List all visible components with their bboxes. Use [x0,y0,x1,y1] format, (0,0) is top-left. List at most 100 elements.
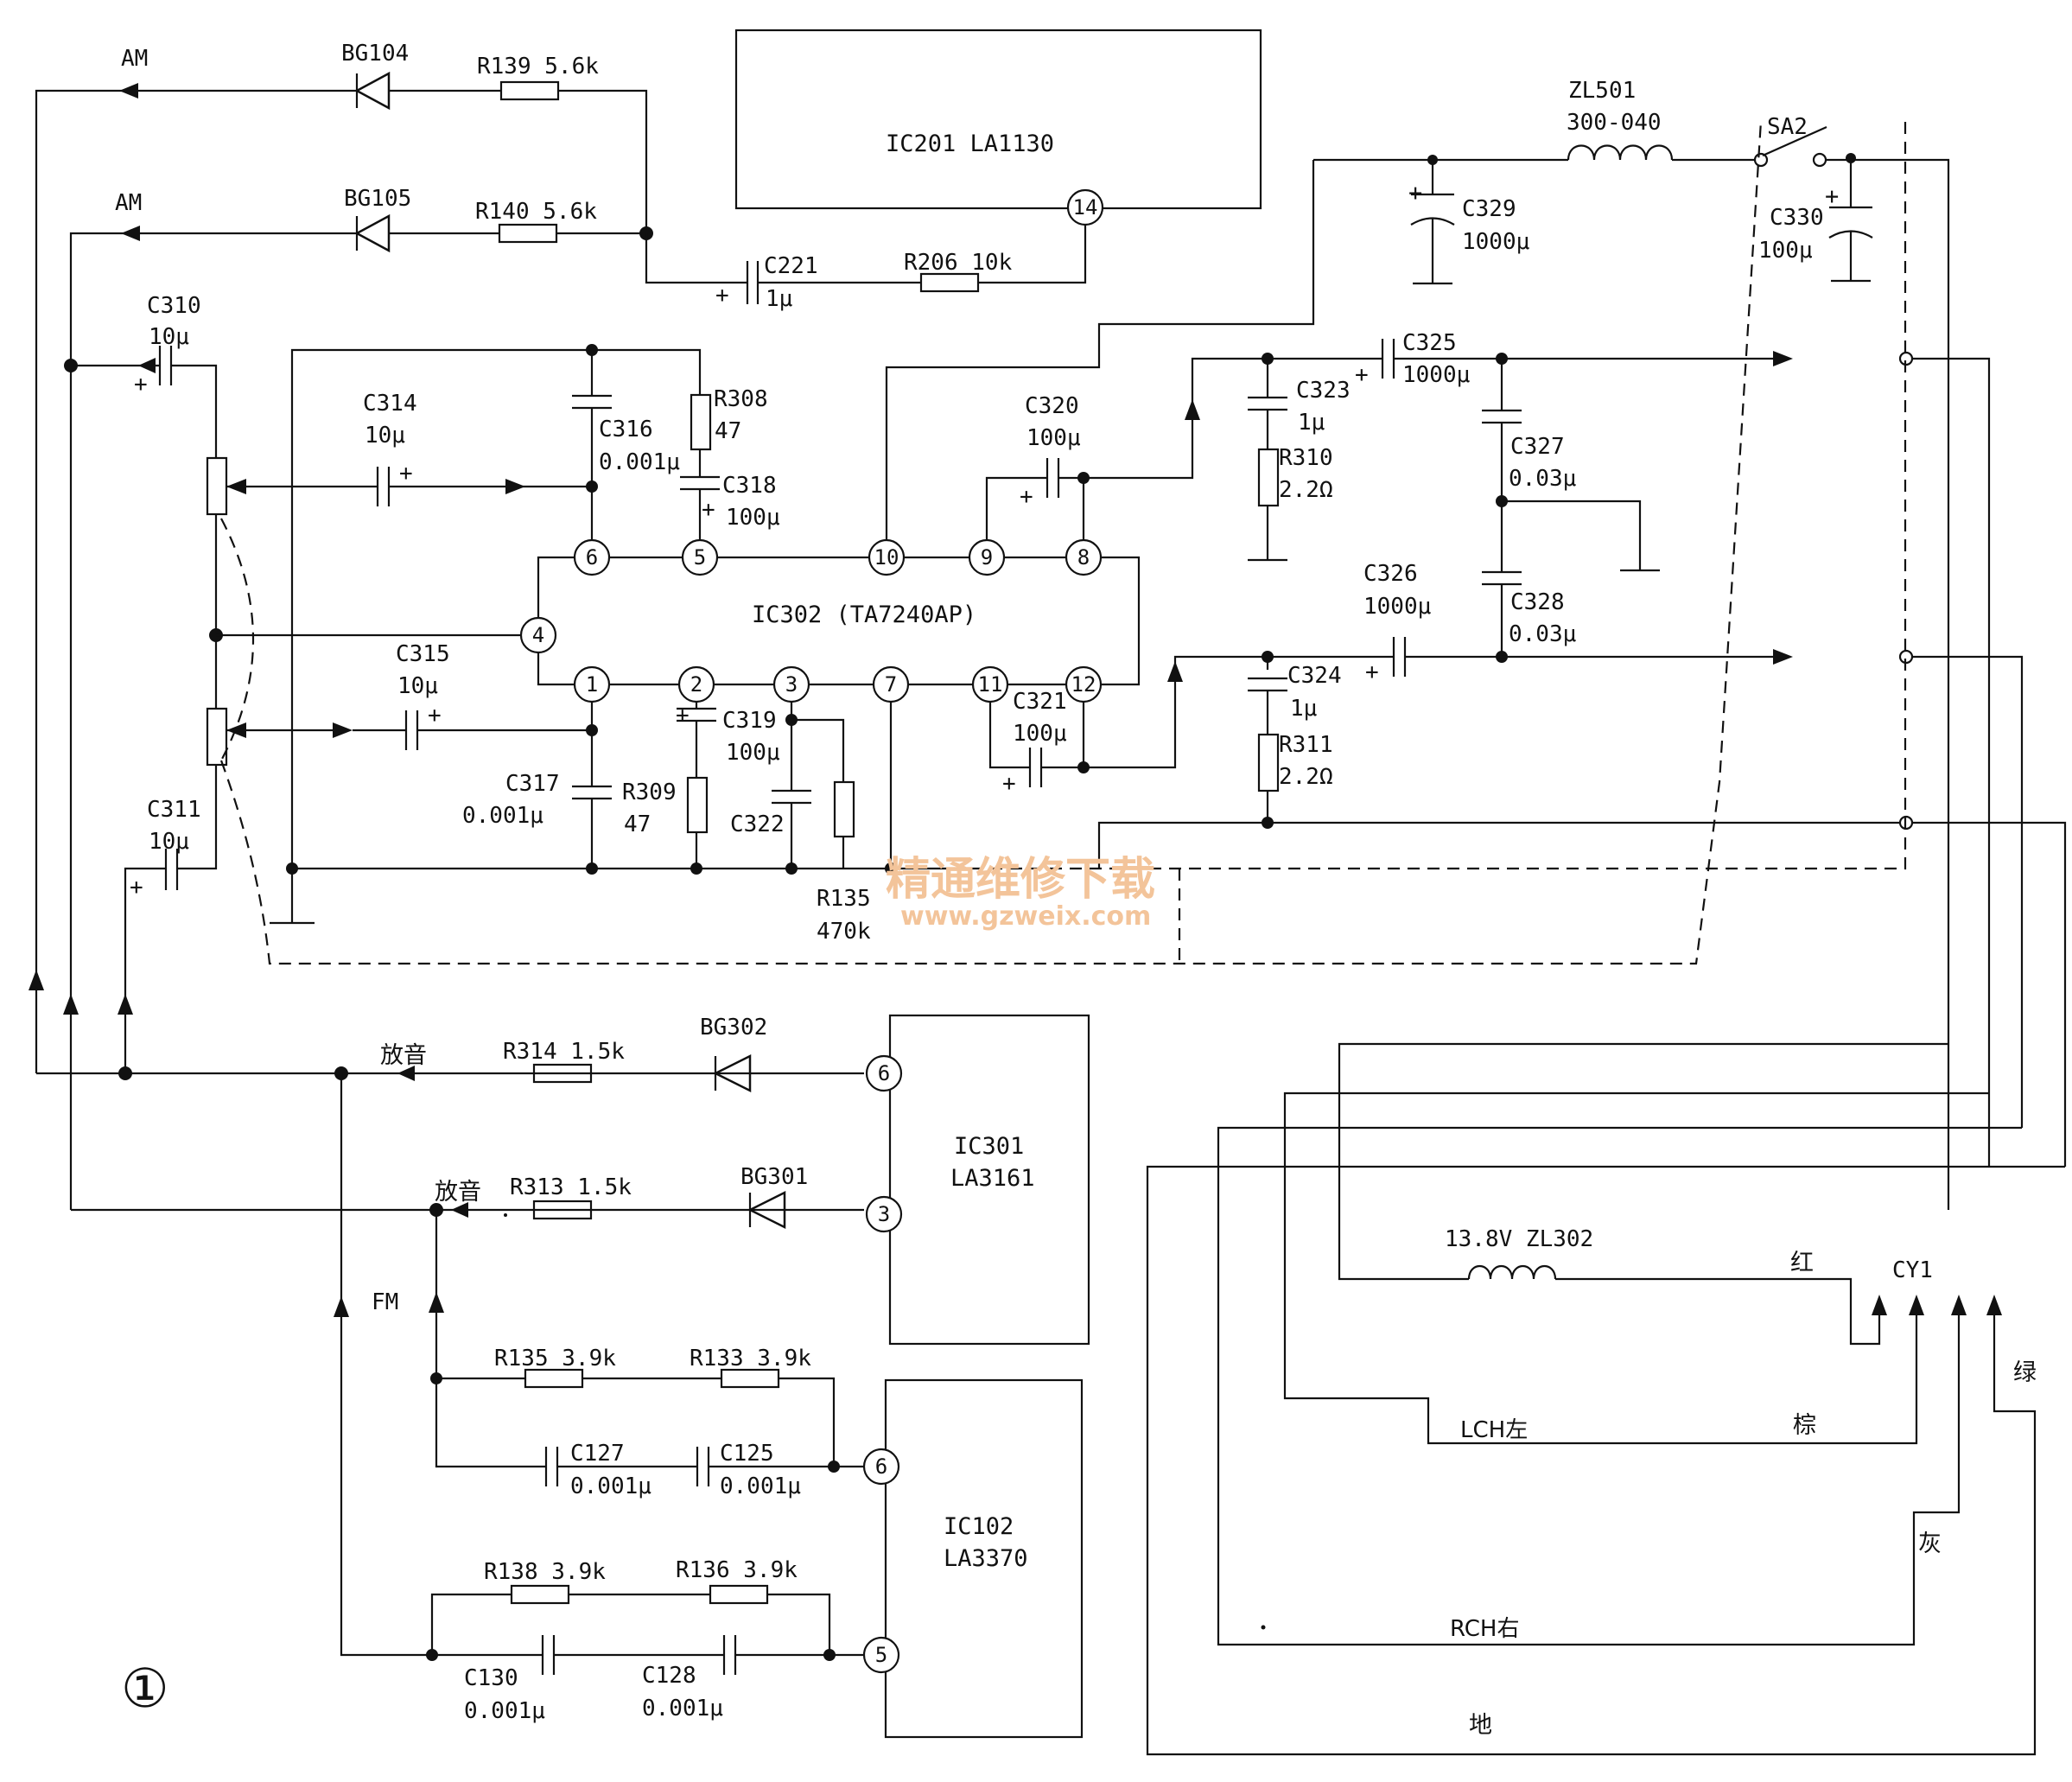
label-ic301-part: LA3161 [950,1165,1035,1192]
label-c130: C130 [464,1665,518,1691]
label-wire-brown: 棕 [1793,1412,1816,1439]
pin-10: 10 [874,545,899,570]
pin-1: 1 [586,672,598,697]
label-c324-value: 1μ [1290,696,1317,722]
label-c328: C328 [1510,589,1565,615]
label-bg104: BG104 [341,41,409,67]
label-zl302: 13.8V ZL302 [1445,1226,1593,1252]
label-r140: R140 5.6k [475,199,597,225]
label-c221: C221 [764,253,818,279]
label-ic301: IC301 [954,1133,1024,1160]
label-c318: C318 [722,473,777,499]
label-r313: R313 1.5k [510,1174,632,1200]
label-c311-value: 10μ [149,829,189,855]
label-playback-1: 放音 [380,1042,427,1069]
label-c322: C322 [730,811,785,837]
label-c127: C127 [570,1441,625,1467]
svg-text:+: + [130,875,143,901]
label-am-2: AM [115,190,142,216]
label-r135-470k-value: 470k [817,919,871,945]
label-c325: C325 [1402,330,1457,356]
label-r206: R206 10k [904,250,1013,276]
label-r309: R309 [622,780,677,805]
label-ic302: IC302 (TA7240AP) [752,601,976,628]
figure-number: ① [121,1657,169,1720]
label-r138: R138 3.9k [484,1559,606,1585]
pin-7: 7 [885,672,897,697]
label-zl501: ZL501 [1568,78,1636,104]
label-c327-value: 0.03μ [1509,466,1576,492]
volume-controls: + + [64,120,1763,1073]
pin-6: 6 [586,545,598,570]
label-c125-value: 0.001μ [720,1473,801,1499]
svg-text:+: + [715,283,729,309]
pin-9: 9 [981,545,993,570]
label-c128: C128 [642,1663,696,1689]
label-ground: 地 [1469,1712,1492,1739]
label-c317: C317 [505,771,560,797]
label-r311-value: 2.2Ω [1279,764,1333,790]
label-lch: LCH左 [1460,1417,1528,1443]
playback-section [29,970,864,1675]
label-playback-2: 放音 [435,1179,481,1206]
pin-12: 12 [1071,672,1096,697]
pin-4: 4 [532,623,544,647]
svg-text:+: + [134,372,148,398]
label-wire-green: 绿 [2013,1359,2037,1386]
label-zl501-value: 300-040 [1567,110,1662,136]
label-c315-value: 10μ [397,673,438,699]
label-ic201: IC201 LA1130 [886,130,1054,157]
label-r310-value: 2.2Ω [1279,477,1333,503]
label-c315: C315 [396,641,450,667]
component-labels: AM AM BG104 BG105 R139 5.6k R140 5.6k IC… [115,41,2037,1739]
svg-text:+: + [676,703,690,729]
label-bg302: BG302 [700,1015,767,1041]
label-c130-value: 0.001μ [464,1698,545,1724]
ic301-box [888,1014,1090,1346]
label-r309-value: 47 [624,811,651,837]
svg-text:+: + [1365,659,1379,685]
label-cy1: CY1 [1892,1257,1933,1283]
label-c319-value: 100μ [726,740,780,766]
label-c314-value: 10μ [365,423,405,449]
pin-14: 14 [1073,195,1098,220]
label-r136: R136 3.9k [676,1557,798,1583]
label-c323-value: 1μ [1298,410,1325,436]
label-r135-470k: R135 [817,886,871,912]
pin-3: 3 [785,672,798,697]
label-fm: FM [372,1289,398,1315]
label-r311: R311 [1279,732,1333,758]
output-section: + + + + [1097,125,2067,1756]
ic301-pin-3: 3 [878,1202,890,1226]
label-c321-value: 100μ [1013,721,1067,747]
svg-text:+: + [1355,362,1369,388]
label-c326: C326 [1363,561,1418,587]
label-c330: C330 [1770,205,1824,231]
svg-text:+: + [702,497,715,523]
label-c330-value: 100μ [1758,238,1813,264]
pin-circles [519,188,1104,1674]
label-c316: C316 [599,417,653,442]
label-sa2: SA2 [1767,114,1808,140]
label-ic102-part: LA3370 [944,1545,1028,1572]
label-c326-value: 1000μ [1363,594,1431,620]
ic301-pin-6: 6 [878,1061,890,1085]
label-r139: R139 5.6k [477,54,599,80]
pin-2: 2 [690,672,702,697]
am-section: + [35,71,1087,1210]
label-c329-value: 1000μ [1462,229,1529,255]
svg-text:+: + [428,703,442,729]
label-r308: R308 [714,386,768,412]
pin-11: 11 [978,672,1003,697]
label-c310: C310 [147,293,201,319]
label-am-1: AM [121,46,148,72]
label-r314: R314 1.5k [503,1039,625,1065]
watermark-title: 精通维修下载 [886,854,1155,906]
label-c321: C321 [1013,689,1067,715]
label-c125: C125 [720,1441,774,1467]
label-c323: C323 [1296,378,1351,404]
label-c319: C319 [722,708,777,734]
label-c317-value: 0.001μ [462,803,543,829]
ic102-box [884,1378,1084,1739]
label-r135: R135 3.9k [494,1346,616,1372]
